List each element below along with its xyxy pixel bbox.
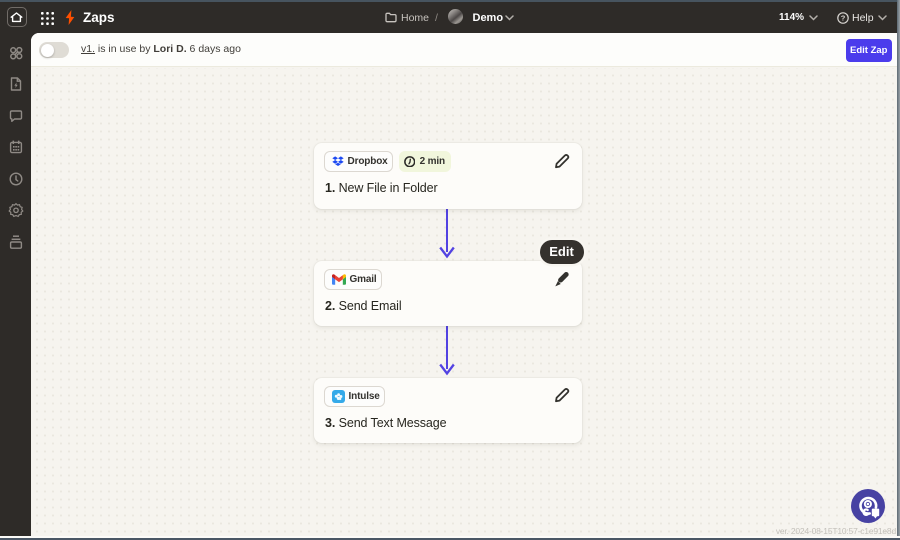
svg-text:?: ? — [841, 14, 846, 23]
